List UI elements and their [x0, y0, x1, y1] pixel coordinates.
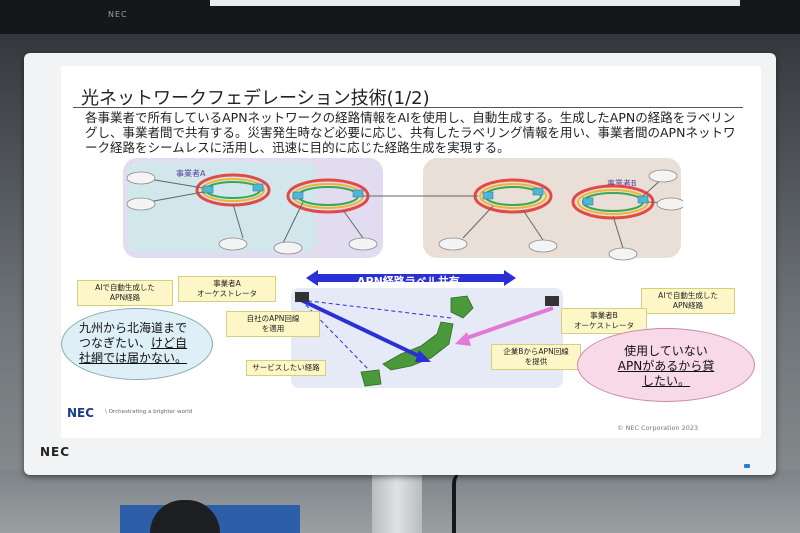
thought-bubble-right [577, 328, 755, 402]
bubble-right-line-1: 使用していない [624, 344, 708, 358]
bubble-left-line-3: けど自 [151, 336, 188, 350]
company-b-arrow [460, 306, 554, 342]
slide-description: 各事業者で所有しているAPNネットワークの経路情報をAIを使用し、自動生成する。… [85, 110, 736, 155]
tag-ai-route-right-text: AIで自動生成した APN経路 [658, 291, 718, 310]
slide-copyright: © NEC Corporation 2023 [617, 424, 699, 432]
operator-b-server-icon [545, 296, 559, 306]
slide-screen: 光ネットワークフェデレーション技術(1/2) 各事業者で所有しているAPNネット… [61, 66, 761, 438]
honshu-shape [382, 321, 454, 371]
tag-own-line: 自社のAPN回線 を適用 [226, 311, 320, 337]
background-monitor-screen [210, 0, 740, 6]
slide-title: 光ネットワークフェデレーション技術(1/2) [81, 88, 430, 109]
background-monitor-brand: NEC [108, 10, 128, 19]
tag-ai-route-left-text: AIで自動生成した APN経路 [95, 283, 155, 302]
thought-bubble-left-text: 九州から北海道まで つなぎたい、けど自 社網では届かない。 [79, 321, 199, 366]
power-led [744, 464, 750, 468]
bubble-left-line-2: つなぎたい、 [79, 336, 152, 350]
japan-map [295, 292, 559, 387]
bubble-right-line-2: APNがあるから貸 [617, 359, 715, 373]
tag-operator-a-text: 事業者A オーケストレータ [197, 279, 257, 298]
service-route-arrow [300, 298, 424, 360]
monitor-brand-logo: NEC [40, 445, 71, 459]
thought-bubble-right-text: 使用していない APNがあるから貸 したい。 [601, 344, 731, 389]
company-b-arrowhead [455, 332, 471, 346]
bubble-right-line-3: したい。 [641, 374, 690, 388]
tag-company-b: 企業BからAPN回線 を提供 [491, 344, 581, 370]
bubble-left-line-4: 社網では届かない。 [79, 351, 188, 365]
thought-bubble-left [61, 308, 213, 380]
service-route-arrowhead [415, 350, 431, 362]
tag-operator-a: 事業者A オーケストレータ [178, 276, 276, 302]
network-diagram [126, 169, 683, 261]
bubble-left-line-1: 九州から北海道まで [79, 321, 188, 335]
label-share-text: APN経路ラベル共有 [357, 275, 460, 288]
kyushu-shape [360, 369, 382, 387]
slide-nec-logo: NEC [67, 406, 95, 420]
operator-a-server-icon [295, 292, 309, 302]
tag-company-b-text: 企業BからAPN回線 を提供 [503, 347, 569, 366]
tag-service-route: サービスしたい経路 [246, 360, 326, 376]
tag-own-line-text: 自社のAPN回線 を適用 [246, 314, 300, 333]
operator-b-label: 事業者B [607, 179, 637, 188]
slide-tagline: \ Orchestrating a brighter world [105, 409, 193, 415]
monitor-stand [372, 475, 422, 533]
title-divider [73, 107, 743, 108]
tag-ai-route-right: AIで自動生成した APN経路 [641, 288, 735, 314]
tag-operator-b-text: 事業者B オーケストレータ [574, 311, 634, 330]
tag-ai-route-left: AIで自動生成した APN経路 [77, 280, 173, 306]
label-share-arrow [306, 270, 516, 286]
operator-a-label: 事業者A [176, 169, 206, 178]
cable [452, 470, 466, 533]
hokkaido-shape [450, 295, 474, 319]
